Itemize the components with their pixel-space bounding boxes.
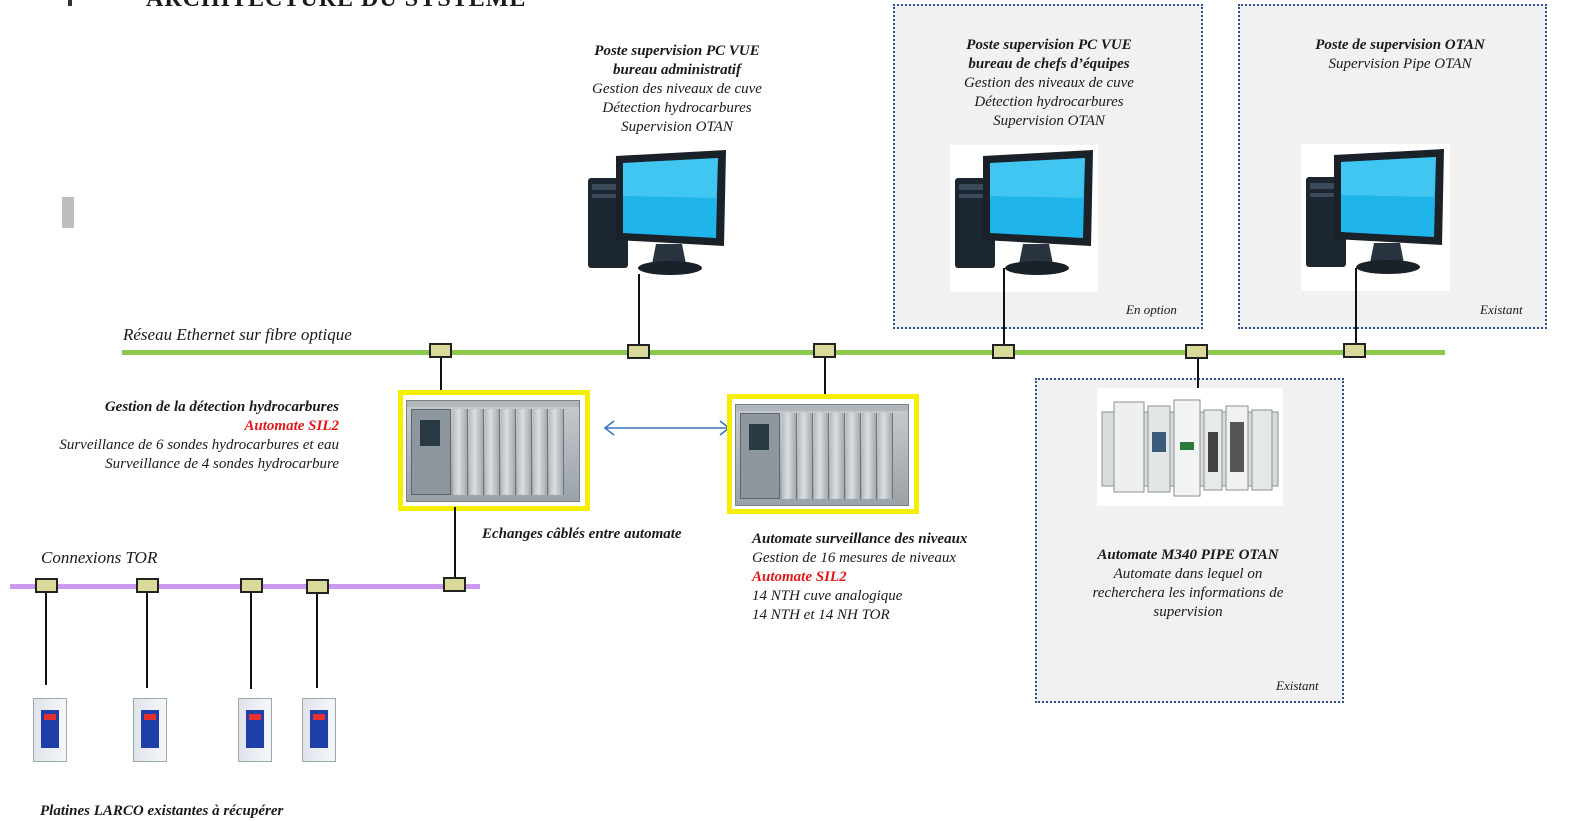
hydro-plc-title: Gestion de la détection hydrocarbures <box>104 399 339 415</box>
m340-tag: Existant <box>1276 678 1319 693</box>
levels-plc-subtitle: Automate SIL2 <box>752 569 847 585</box>
m340-line-3: supervision <box>1153 604 1223 620</box>
larco-unit-icon <box>238 692 272 768</box>
ethernet-connector <box>429 343 452 358</box>
chefs-drop-line <box>1003 268 1005 344</box>
admin-station-line-3: Supervision OTAN <box>621 119 733 135</box>
ethernet-connector <box>1185 344 1208 359</box>
ethernet-connector <box>627 344 650 359</box>
chefs-station-title-1: Poste supervision PC VUE <box>966 37 1132 53</box>
tor-connector <box>443 577 466 592</box>
levels-plc-icon <box>735 404 909 506</box>
chefs-computer-icon <box>955 150 1093 275</box>
m340-line-2: recherchera les informations de <box>1092 585 1284 601</box>
chefs-station-title-2: bureau de chefs d’équipes <box>968 56 1130 72</box>
hydro-plc-subtitle: Automate SIL2 <box>244 418 339 434</box>
admin-computer-icon <box>588 150 726 275</box>
larco-drop-line <box>250 593 252 689</box>
m340-title: Automate M340 PIPE OTAN <box>1097 547 1279 563</box>
admin-station-label: Poste supervision PC VUE bureau administ… <box>552 42 802 137</box>
hydro-plc-down-line <box>454 507 456 581</box>
ethernet-connector <box>992 344 1015 359</box>
tor-connector <box>306 579 329 594</box>
otan-computer-icon <box>1306 149 1444 274</box>
levels-plc-label: Automate surveillance des niveaux Gestio… <box>752 530 1012 625</box>
hydro-plc-label: Gestion de la détection hydrocarbures Au… <box>10 398 339 474</box>
m340-plc-icon <box>1101 399 1279 497</box>
m340-line-1: Automate dans lequel on <box>1113 566 1263 582</box>
chefs-station-line-2: Détection hydrocarbures <box>974 94 1124 110</box>
ethernet-line <box>122 350 1445 355</box>
title-bullet <box>68 0 72 6</box>
otan-station-line-1: Supervision Pipe OTAN <box>1328 56 1472 72</box>
hydro-plc-line-2: Surveillance de 4 sondes hydrocarbure <box>105 456 339 472</box>
otan-drop-line <box>1355 268 1357 344</box>
larco-unit-icon <box>33 692 67 768</box>
tor-connector <box>35 578 58 593</box>
admin-station-line-2: Détection hydrocarbures <box>602 100 752 116</box>
page-title: ARCHITECTURE DU SYSTEME <box>146 0 526 13</box>
tor-connector <box>136 578 159 593</box>
m340-up-line <box>1197 358 1199 388</box>
tor-connector <box>240 578 263 593</box>
otan-station-label: Poste de supervision OTAN Supervision Pi… <box>1270 36 1530 74</box>
chefs-station-label: Poste supervision PC VUE bureau de chefs… <box>918 36 1180 131</box>
m340-label: Automate M340 PIPE OTAN Automate dans le… <box>1052 546 1324 622</box>
larco-drop-line <box>146 593 148 688</box>
larco-unit-icon <box>302 692 336 768</box>
admin-station-line-1: Gestion des niveaux de cuve <box>592 81 762 97</box>
levels-plc-title: Automate surveillance des niveaux <box>752 531 968 547</box>
exchange-label: Echanges câblés entre automate <box>482 526 682 542</box>
ethernet-connector <box>813 343 836 358</box>
chefs-station-tag: En option <box>1126 302 1177 317</box>
ethernet-label: Réseau Ethernet sur fibre optique <box>123 325 352 344</box>
levels-plc-line-3: 14 NTH et 14 NH TOR <box>752 607 890 623</box>
hydro-plc-line-1: Surveillance de 6 sondes hydrocarbures e… <box>59 437 339 453</box>
levels-plc-line-2: 14 NTH cuve analogique <box>752 588 903 604</box>
chefs-station-line-3: Supervision OTAN <box>993 113 1105 129</box>
admin-station-title-2: bureau administratif <box>613 62 741 78</box>
otan-station-tag: Existant <box>1480 302 1523 317</box>
exchange-arrow-icon <box>603 420 731 436</box>
larco-unit-icon <box>133 692 167 768</box>
tor-label: Connexions TOR <box>41 548 158 567</box>
levels-plc-line-1: Gestion de 16 mesures de niveaux <box>752 550 956 566</box>
larco-caption: Platines LARCO existantes à récupérer <box>40 803 284 819</box>
hydro-plc-icon <box>406 400 580 502</box>
admin-drop-line <box>638 274 640 344</box>
larco-drop-line <box>45 593 47 685</box>
levels-plc-up-line <box>824 358 826 396</box>
chefs-station-line-1: Gestion des niveaux de cuve <box>964 75 1134 91</box>
larco-drop-line <box>316 594 318 688</box>
cursor-marker <box>62 197 74 228</box>
otan-station-title: Poste de supervision OTAN <box>1315 37 1485 53</box>
ethernet-connector <box>1343 343 1366 358</box>
admin-station-title-1: Poste supervision PC VUE <box>594 43 760 59</box>
hydro-plc-up-line <box>440 358 442 398</box>
